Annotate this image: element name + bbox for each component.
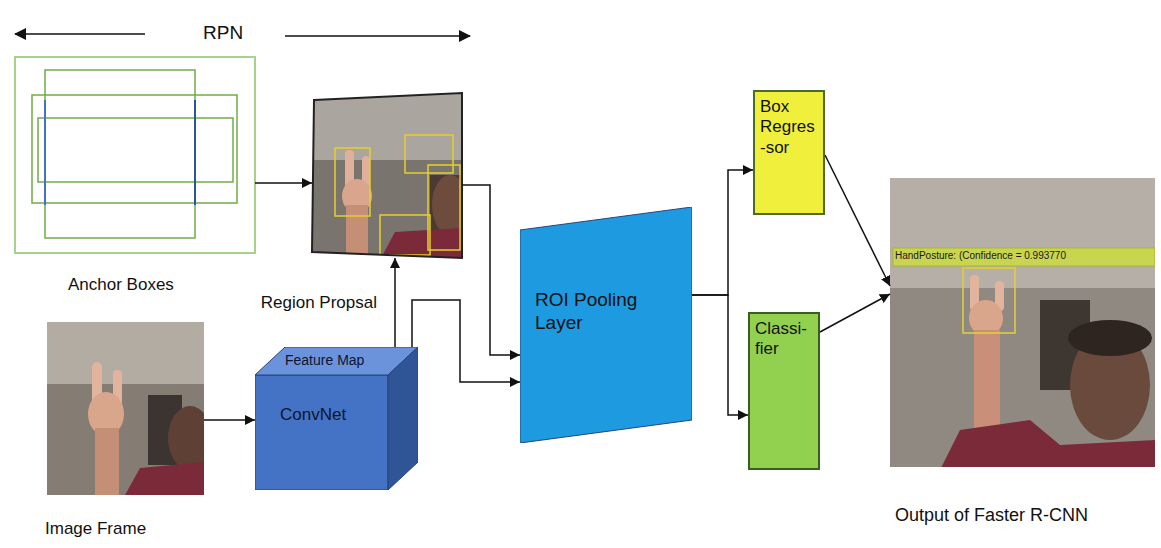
- anchor-box: [38, 118, 233, 182]
- parallelogram: [520, 207, 692, 443]
- text-holder: Output of Faster R-CNN: [895, 505, 1088, 527]
- anchor-edge: [44, 100, 46, 205]
- convnet-cube: Feature MapConvNet: [255, 347, 418, 490]
- panel-caption: Image Frame: [45, 519, 146, 539]
- text-holder: ROI Pooling Layer: [535, 289, 677, 335]
- cube-label: ConvNet: [280, 405, 346, 425]
- box-label: Box Regres -sor: [760, 97, 818, 158]
- photo-ground: [47, 322, 204, 495]
- span-arrow: [15, 33, 145, 35]
- text-holder: Classi- fier: [755, 319, 813, 360]
- flow-arrow: [692, 295, 748, 415]
- flow-arrow: [412, 300, 520, 382]
- cube-caption: Feature Map: [285, 352, 364, 369]
- classifier-box: Classi- fier: [748, 312, 820, 470]
- text-holder: ConvNet: [280, 405, 346, 425]
- photo-wall: [47, 322, 204, 384]
- output-photo: [890, 178, 1155, 467]
- detection-label: HandPosture: (Confidence = 0.993770: [895, 250, 1066, 262]
- photo-arm: [346, 205, 368, 260]
- photo-wall: [890, 178, 1155, 288]
- regressor-box: Box Regres -sor: [753, 90, 825, 215]
- box-label: Classi- fier: [755, 319, 813, 360]
- photo-arm: [95, 428, 119, 495]
- image-frame-panel: Image Frame: [47, 322, 204, 495]
- text-holder: Feature Map: [285, 352, 364, 369]
- span-arrow: [285, 35, 470, 37]
- photo-shirt: [940, 420, 1155, 467]
- proposal-box: [405, 135, 453, 173]
- flow-arrow: [255, 182, 312, 184]
- flow-arrow: [820, 294, 890, 332]
- proposal-box: [335, 148, 370, 216]
- cube-front: [255, 375, 388, 490]
- detection-box: [963, 268, 1015, 333]
- anchor-frame: [15, 57, 255, 253]
- label-band: [893, 248, 1155, 266]
- photo-hair: [1068, 320, 1152, 356]
- proposal-box: [428, 165, 460, 250]
- text-holder: Image Frame: [45, 519, 146, 539]
- flow-arrow: [394, 258, 396, 347]
- cube-side: [388, 347, 418, 490]
- photo-face: [168, 406, 204, 470]
- flow-arrow: [825, 155, 890, 286]
- region-proposal-panel: Region Propsal: [312, 93, 462, 258]
- roi-pooling-layer: ROI Pooling Layer: [520, 207, 692, 443]
- anchor-box: [32, 95, 237, 203]
- image-frame-photo: [47, 322, 204, 495]
- anchor-edge: [194, 100, 196, 205]
- panel-caption: Region Propsal: [261, 293, 377, 313]
- proposal-box: [380, 215, 430, 255]
- output-panel: HandPosture: (Confidence = 0.993770Outpu…: [890, 178, 1155, 467]
- text-holder: Region Propsal: [261, 293, 377, 313]
- photo-ground: [310, 90, 470, 260]
- text-holder: HandPosture: (Confidence = 0.993770: [895, 250, 1066, 262]
- panel-caption: Output of Faster R-CNN: [895, 505, 1088, 527]
- anchor-boxes-figure: [15, 57, 255, 253]
- label-holder: RPN: [203, 22, 243, 45]
- flow-arrow: [204, 419, 255, 421]
- photo-border: [312, 93, 462, 258]
- section-label: RPN: [203, 22, 243, 45]
- panel-caption: Anchor Boxes: [68, 275, 174, 295]
- photo-wall: [310, 90, 470, 160]
- layer-label: ROI Pooling Layer: [535, 289, 677, 335]
- flow-arrow: [692, 170, 753, 295]
- region-proposal-photo: [310, 90, 470, 260]
- text-holder: Anchor Boxes: [68, 275, 174, 295]
- flow-arrow: [462, 185, 520, 355]
- text-holder: Box Regres -sor: [760, 97, 818, 158]
- photo-shirt: [125, 462, 204, 495]
- anchor-boxes-panel: Anchor Boxes: [15, 57, 255, 253]
